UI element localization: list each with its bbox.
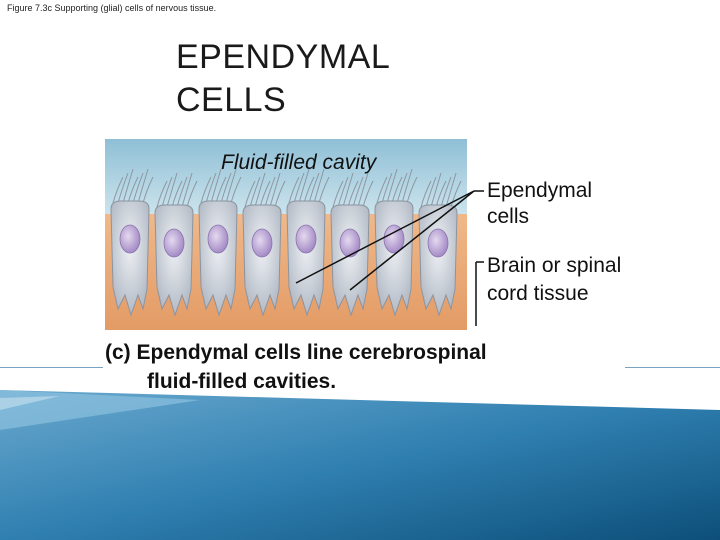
cell-nucleus [427,228,449,258]
cilium [420,180,432,208]
cilium [318,176,330,204]
caption-line-1: (c) Ependymal cells line cerebrospinal [105,341,487,364]
cilium [244,180,256,208]
ependymal-cell [198,200,238,317]
ependymal-cell [242,204,282,317]
cilium [112,176,124,204]
cilium [230,176,242,204]
figure-reference-caption: Figure 7.3c Supporting (glial) cells of … [7,3,217,13]
label-ependymal-cells: Ependymal cells [487,179,593,228]
cilium [288,176,300,204]
ependymal-cells-illustration [105,139,467,330]
cilium [362,180,374,208]
cell-nucleus [251,228,273,258]
ependymal-cell [330,204,370,317]
cilium [274,180,286,208]
cell-nucleus [207,224,229,254]
cell-nucleus [383,224,405,254]
cilium [332,180,344,208]
ependymal-cell [418,204,458,317]
cell-nucleus [119,224,141,254]
ependymal-cell [110,200,150,317]
cilium [142,176,154,204]
label-fluid-filled-cavity: Fluid-filled cavity [221,151,377,174]
label-brain-spinal-cord-tissue: Brain or spinal cord tissue [487,254,622,305]
figure-caption: (c) Ependymal cells line cerebrospinal f… [103,338,625,396]
cilium [406,176,418,204]
ependymal-cell [154,204,194,317]
cilium [200,176,212,204]
slide-title: EPENDYMAL CELLS [176,36,390,122]
ependymal-cell [286,200,326,317]
ependymal-cell-row [110,200,458,317]
cell-nucleus [163,228,185,258]
cilium [186,180,198,208]
cell-nucleus [295,224,317,254]
caption-line-2: fluid-filled cavities. [147,370,337,393]
cell-nucleus [339,228,361,258]
cilium [156,180,168,208]
cilium [450,180,462,208]
title-line-1: EPENDYMAL [176,38,391,76]
cilium [376,176,388,204]
decorative-footer [0,390,720,540]
leader-ependymal-b [295,190,475,284]
title-line-2: CELLS [176,81,287,119]
ependymal-cell [374,200,414,317]
leader-ependymal-c [349,190,475,291]
